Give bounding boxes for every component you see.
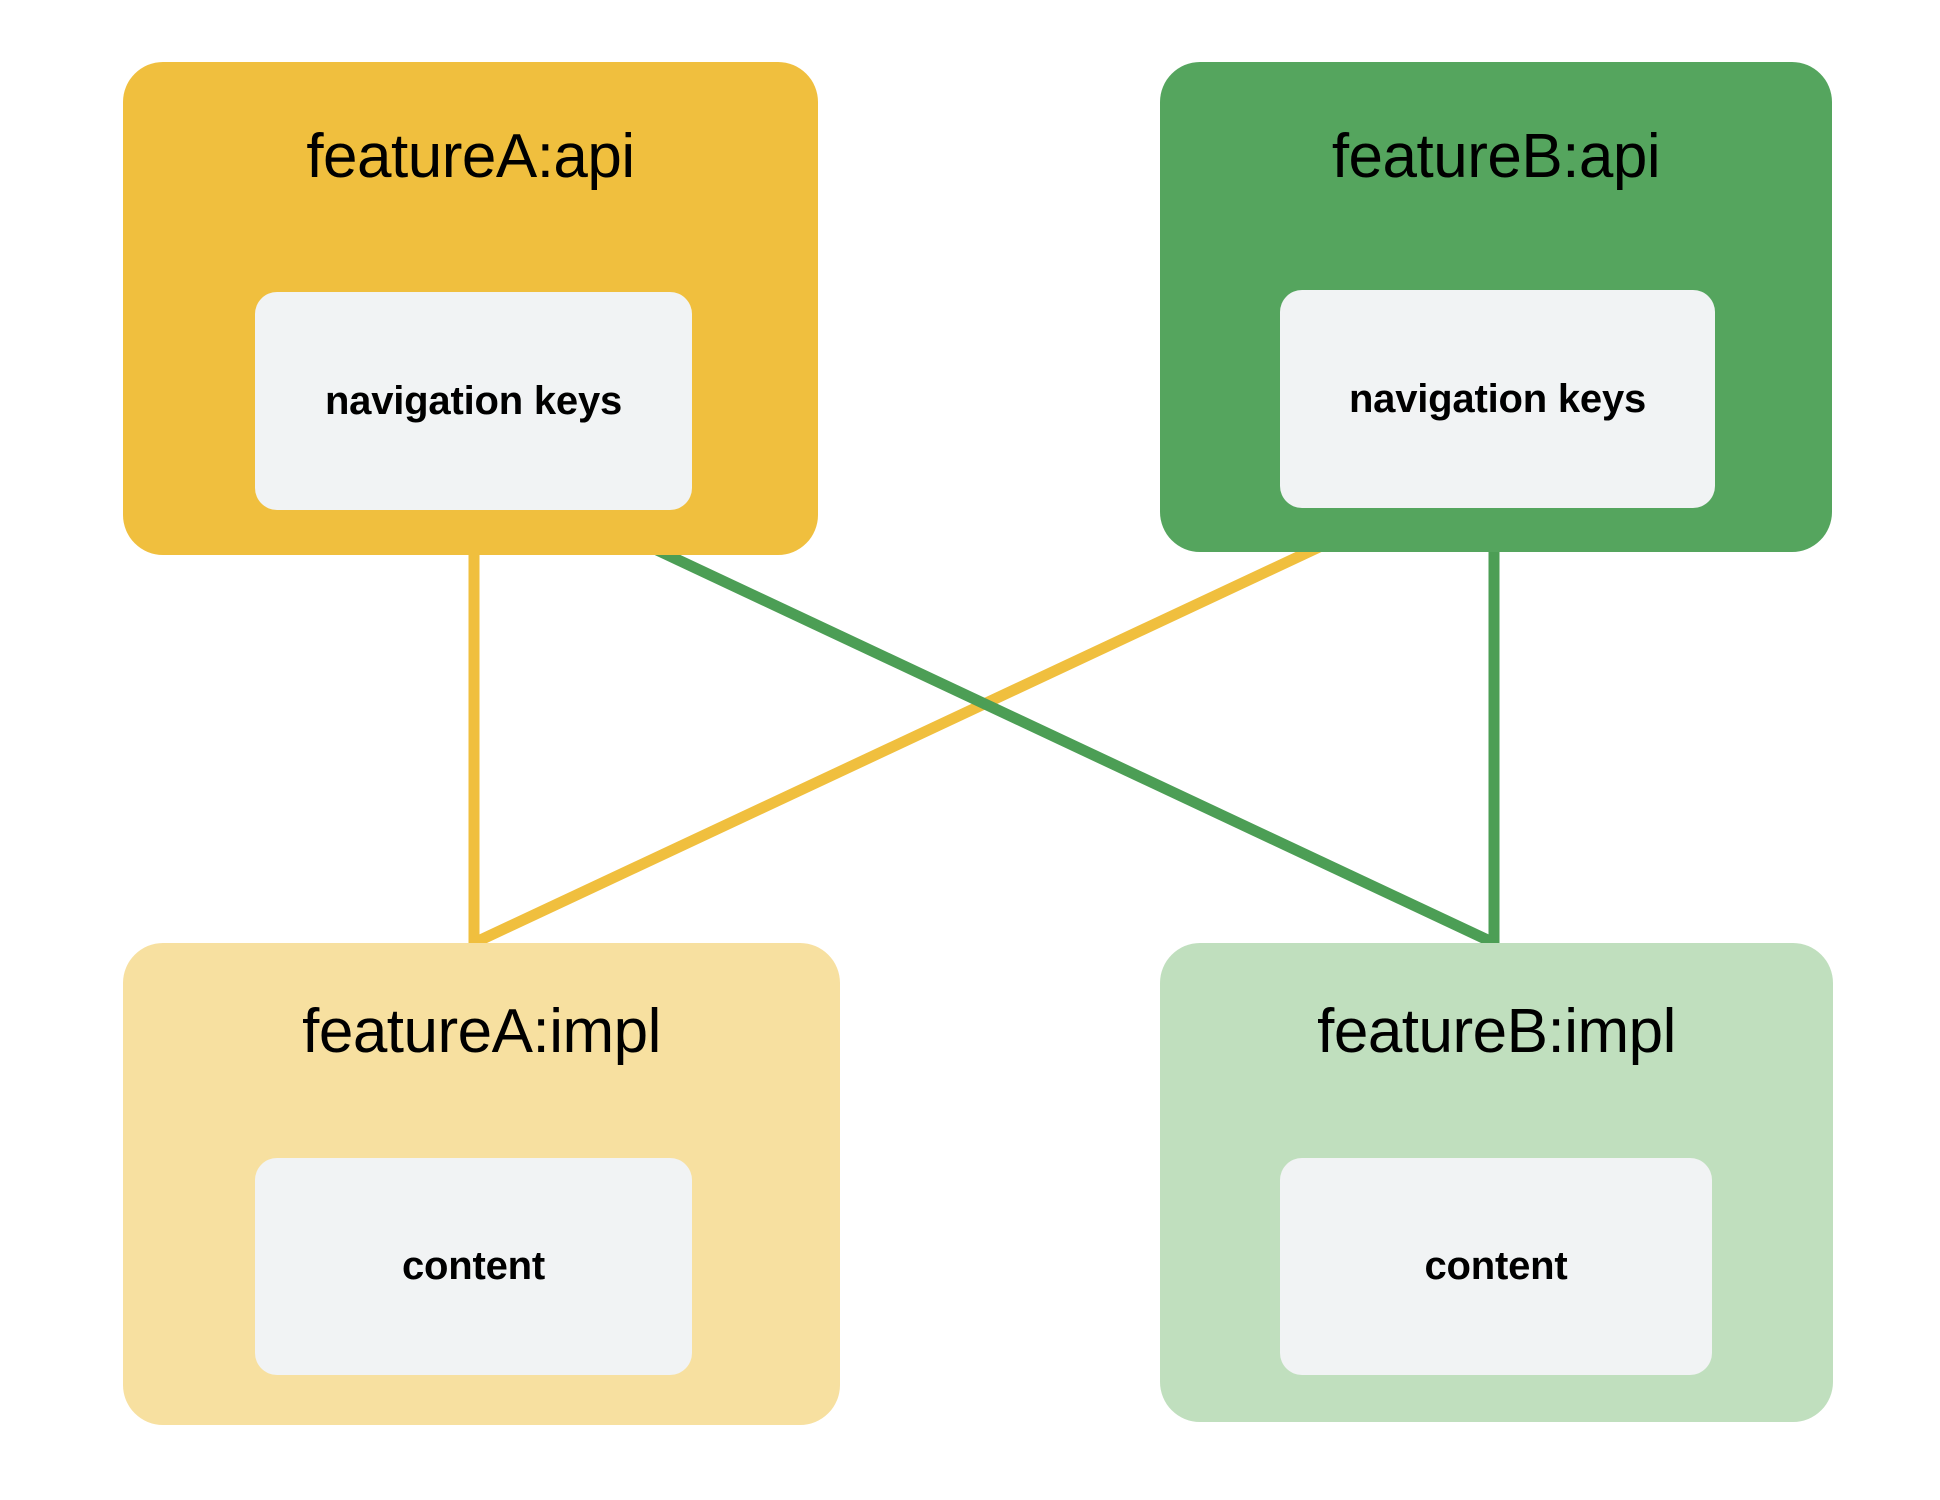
inner-card-label-featureA-api: navigation keys xyxy=(324,378,623,423)
module-featureA-impl[interactable]: featureA:impl xyxy=(123,943,840,1425)
module-title-featureB-api: featureB:api xyxy=(1331,122,1661,191)
inner-card-featureA-api[interactable]: navigation keys xyxy=(255,292,692,510)
module-title-featureA-impl: featureA:impl xyxy=(302,997,661,1066)
inner-card-label-featureB-api: navigation keys xyxy=(1348,376,1647,421)
inner-card-featureA-impl[interactable]: content xyxy=(255,1158,692,1375)
inner-card-featureB-impl[interactable]: content xyxy=(1280,1158,1712,1375)
inner-card-label-featureA-impl: content xyxy=(401,1244,546,1288)
module-title-featureA-api: featureA:api xyxy=(306,122,635,191)
inner-card-featureB-api[interactable]: navigation keys xyxy=(1280,290,1715,508)
module-title-featureB-impl: featureB:impl xyxy=(1317,997,1676,1066)
inner-card-label-featureB-impl: content xyxy=(1424,1244,1568,1288)
